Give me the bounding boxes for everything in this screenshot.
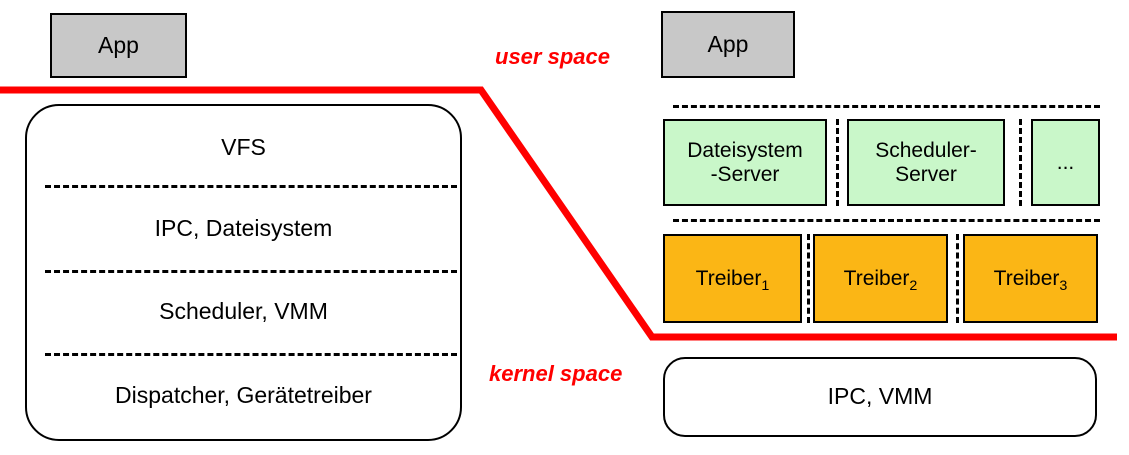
kernel-layer-ipc-dateisystem: IPC, Dateisystem: [25, 211, 462, 245]
kernel-layer-ipc-dateisystem-label: IPC, Dateisystem: [154, 214, 333, 241]
right-app-label: App: [707, 30, 749, 57]
server-separator-2: [1019, 119, 1022, 206]
driver-3-index: 3: [1059, 277, 1068, 294]
kernel-layer-dispatcher-geraetetreiber: Dispatcher, Gerätetreiber: [25, 378, 462, 412]
server-band-top-separator: [673, 105, 1100, 108]
driver-2-index: 2: [909, 277, 918, 294]
kernel-layer-vfs: VFS: [25, 130, 462, 164]
left-app-box: App: [50, 13, 187, 78]
kernel-layer-dispatcher-geraetetreiber-label: Dispatcher, Gerätetreiber: [115, 381, 372, 408]
server-dateisystem-label-line2: -Server: [710, 162, 780, 186]
driver-box-2: Treiber2: [813, 234, 948, 323]
server-driver-separator: [673, 219, 1100, 222]
kernel-separator-1: [45, 185, 457, 188]
kernel-space-label: kernel space: [489, 361, 623, 386]
kernel-layer-scheduler-vmm-label: Scheduler, VMM: [159, 297, 328, 324]
driver-2-label: Treiber2: [843, 266, 918, 294]
left-app-label: App: [98, 31, 139, 58]
server-scheduler-label-line1: Scheduler-: [875, 138, 977, 162]
server-box-scheduler: Scheduler- Server: [847, 119, 1005, 206]
driver-1-index: 1: [761, 277, 770, 294]
driver-2-name: Treiber: [843, 266, 910, 290]
server-box-ellipsis: ...: [1031, 119, 1100, 206]
driver-separator-1: [807, 234, 810, 323]
server-ellipsis-label: ...: [1056, 150, 1075, 174]
driver-box-1: Treiber1: [663, 234, 802, 323]
driver-3-name: Treiber: [993, 266, 1060, 290]
server-separator-1: [836, 119, 839, 206]
driver-box-3: Treiber3: [963, 234, 1098, 323]
driver-1-name: Treiber: [695, 266, 762, 290]
microkernel-core-box: IPC, VMM: [663, 357, 1097, 437]
kernel-layer-scheduler-vmm: Scheduler, VMM: [25, 294, 462, 328]
driver-1-label: Treiber1: [695, 266, 770, 294]
server-scheduler-label-line2: Server: [895, 162, 957, 186]
user-space-label: user space: [495, 44, 610, 69]
server-dateisystem-label-line1: Dateisystem: [687, 138, 803, 162]
kernel-layer-vfs-label: VFS: [221, 133, 266, 160]
right-app-box: App: [661, 11, 795, 78]
microkernel-core-label: IPC, VMM: [827, 383, 933, 410]
kernel-separator-3: [45, 353, 457, 356]
driver-separator-2: [956, 234, 959, 323]
kernel-separator-2: [45, 270, 457, 273]
server-box-dateisystem: Dateisystem -Server: [663, 119, 827, 206]
driver-3-label: Treiber3: [993, 266, 1068, 294]
